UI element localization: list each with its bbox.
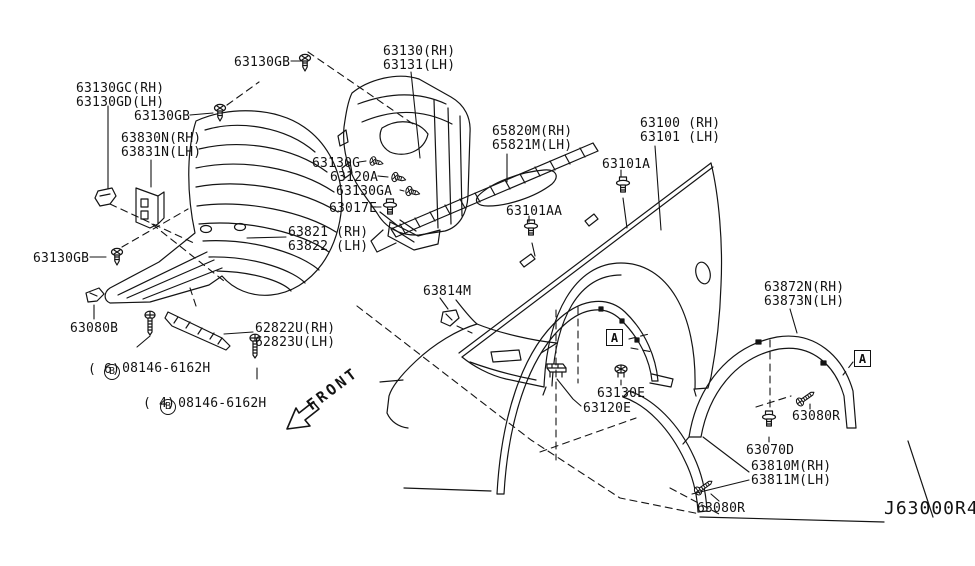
part-label-63080r-bottom: 63080R: [697, 501, 746, 516]
part-label-63822-lh: 63822 (LH): [288, 239, 369, 254]
part-label-63814m: 63814M: [423, 284, 472, 299]
clip-63814m-icon: [440, 309, 460, 327]
part-label-63873n-lh: 63873N(LH): [764, 294, 845, 309]
part-label-63130g: 63130G: [312, 156, 361, 171]
fender-protector-63130: [337, 75, 471, 251]
prefix-b-badge: B: [160, 399, 177, 415]
part-label-65820m-rh: 65820M(RH): [492, 124, 573, 139]
prefix-b-badge: B: [104, 364, 121, 380]
cowl-seal-strip-65820m: [370, 142, 599, 253]
part-label-63811m-lh: 63811M(LH): [751, 473, 832, 488]
bolt-63101aa-icon: [523, 219, 539, 236]
part-label-63810m-rh: 63810M(RH): [751, 459, 832, 474]
fender-protector-liner-63821: [104, 110, 343, 304]
fender-panel-63100: [458, 162, 723, 397]
bracket-63830n-icon: [135, 187, 165, 229]
part-label-63130gb-top: 63130GB: [234, 55, 291, 70]
part-label-63101aa: 63101AA: [506, 204, 563, 219]
bolt-63101a-icon: [615, 176, 631, 193]
hardware-qty-6: ( 6): [88, 362, 121, 377]
part-label-63120a: 63120A: [330, 170, 379, 185]
part-label-65821m-lh: 65821M(LH): [492, 138, 573, 153]
part-label-63101-lh: 63101 (LH): [640, 130, 721, 145]
part-label-63101a: 63101A: [602, 157, 651, 172]
part-label-63017e: 63017E: [329, 201, 378, 216]
part-label-63080r-top: 63080R: [792, 409, 841, 424]
part-label-63070d: 63070D: [746, 443, 795, 458]
part-label-63130gc-rh: 63130GC(RH): [76, 81, 165, 96]
part-label-63130gd-lh: 63130GD(LH): [76, 95, 165, 110]
screw-63120a-icon: [390, 171, 408, 185]
screw-63130g-icon: [368, 155, 385, 169]
car-body-outline: [379, 299, 934, 523]
part-label-63131-lh: 63131(LH): [383, 58, 456, 73]
part-label-63872n-rh: 63872N(RH): [764, 280, 845, 295]
grommet-screw-63130gb-left-icon: [110, 247, 124, 266]
screw-63130ga-icon: [404, 185, 422, 199]
clip-63130gc-icon: [94, 187, 117, 207]
part-label-63130e: 63130E: [597, 386, 646, 401]
step-plate-62822u: [164, 311, 231, 351]
part-label-63130gb-left: 63130GB: [33, 251, 90, 266]
dashed-lines: [109, 51, 854, 516]
section-marker-a-2: A: [854, 350, 871, 367]
part-label-63130ga: 63130GA: [336, 184, 393, 199]
leader-lines: [89, 60, 811, 502]
part-label-63120e: 63120E: [583, 401, 632, 416]
part-label-63821-rh: 63821 (RH): [288, 225, 369, 240]
hardware-qty-4: ( 4): [143, 396, 176, 411]
hardware-part-number: 08146-6162H: [122, 361, 211, 376]
hardware-part-number: 08146-6162H: [178, 396, 267, 411]
clip-63130e-icon: [614, 364, 628, 378]
part-label-63100-rh: 63100 (RH): [640, 116, 721, 131]
section-marker-a-1: A: [606, 329, 623, 346]
fender-arch-strip-63810m: [496, 300, 674, 495]
part-label-63130-rh: 63130(RH): [383, 44, 456, 59]
screw-63080r-top-icon: [794, 388, 817, 408]
part-label-62822u-rh: 62822U(RH): [255, 321, 336, 336]
bolt-63017e-icon: [382, 198, 398, 215]
grommet-screw-63130gb-top-icon: [298, 53, 312, 72]
part-label-62823u-lh: 62823U(LH): [255, 335, 336, 350]
part-label-63831n-lh: 63831N(LH): [121, 145, 202, 160]
part-label-63830n-rh: 63830N(RH): [121, 131, 202, 146]
clip-63080b-icon: [85, 287, 105, 303]
screw-08146-a-icon: [144, 310, 156, 336]
bolt-63070d-icon: [761, 410, 777, 427]
mudguard-strip-63811m: [622, 390, 708, 513]
diagram-reference-code: J63000R4: [884, 498, 975, 519]
part-label-63130gb-mid: 63130GB: [134, 109, 191, 124]
part-label-63080b: 63080B: [70, 321, 119, 336]
front-arrow-icon: [286, 401, 320, 430]
